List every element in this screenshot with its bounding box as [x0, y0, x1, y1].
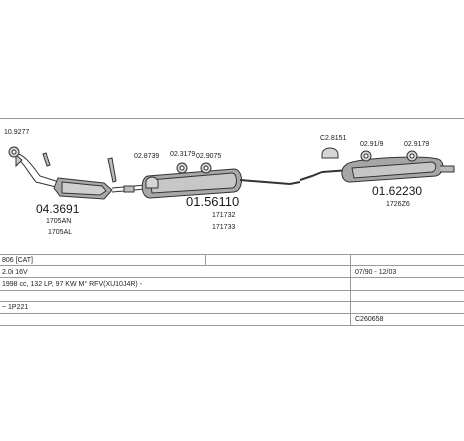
table-top-rule — [0, 118, 464, 119]
catalyst-oem-1: 1705AN — [46, 218, 71, 225]
clamp-label-7: 02.9179 — [404, 141, 429, 148]
clamp-icon-7 — [406, 150, 418, 162]
variant-code: ~ 1P221 — [2, 304, 29, 311]
clamp-label-5: C2.8151 — [320, 135, 347, 142]
engine-type: 2.0i 16V — [2, 269, 28, 276]
clamp-icon-2 — [145, 176, 159, 189]
clamp-label-1: 10.9277 — [4, 129, 29, 136]
clamp-label-3: 02.3179 — [170, 151, 195, 158]
catalyst-part-number: 04.3691 — [36, 202, 80, 216]
catalyst-oem-2: 1705AL — [48, 229, 72, 236]
middle-oem-2: 171733 — [212, 224, 235, 231]
clamp-icon-3 — [176, 162, 188, 174]
table-divider — [350, 254, 351, 325]
table-rule — [0, 277, 464, 278]
front-pipe-drawing — [15, 153, 63, 189]
table-rule — [0, 313, 464, 314]
clamp-icon-1 — [8, 146, 20, 158]
rear-part-number: 01.62230 — [372, 184, 422, 198]
clamp-icon-4 — [200, 162, 212, 174]
table-rule — [0, 265, 464, 266]
clamp-label-6: 02.91/9 — [360, 141, 383, 148]
middle-oem-1: 171732 — [212, 212, 235, 219]
table-rule — [0, 290, 464, 291]
sensor-drawing — [42, 152, 117, 183]
clamp-icon-6 — [360, 150, 372, 162]
kit-code: C260658 — [355, 316, 384, 323]
table-rule — [0, 325, 464, 326]
production-years: 07/90 - 12/03 — [355, 269, 397, 276]
clamp-label-4: 02.9075 — [196, 153, 221, 160]
engine-specs: 1998 cc, 132 LP, 97 KW M° RFV(XU10J4R) - — [2, 281, 143, 288]
middle-part-number: 01.56110 — [186, 194, 239, 209]
vehicle-model: 806 [CAT] — [2, 257, 33, 264]
table-divider — [205, 254, 206, 265]
table-rule — [0, 254, 464, 255]
clamp-label-2: 02.8739 — [134, 153, 159, 160]
clamp-icon-5 — [321, 147, 339, 159]
catalyst-drawing — [53, 177, 135, 200]
rear-oem-1: 1726Z6 — [386, 201, 410, 208]
rear-muffler-drawing — [321, 156, 455, 183]
table-rule — [0, 301, 464, 302]
